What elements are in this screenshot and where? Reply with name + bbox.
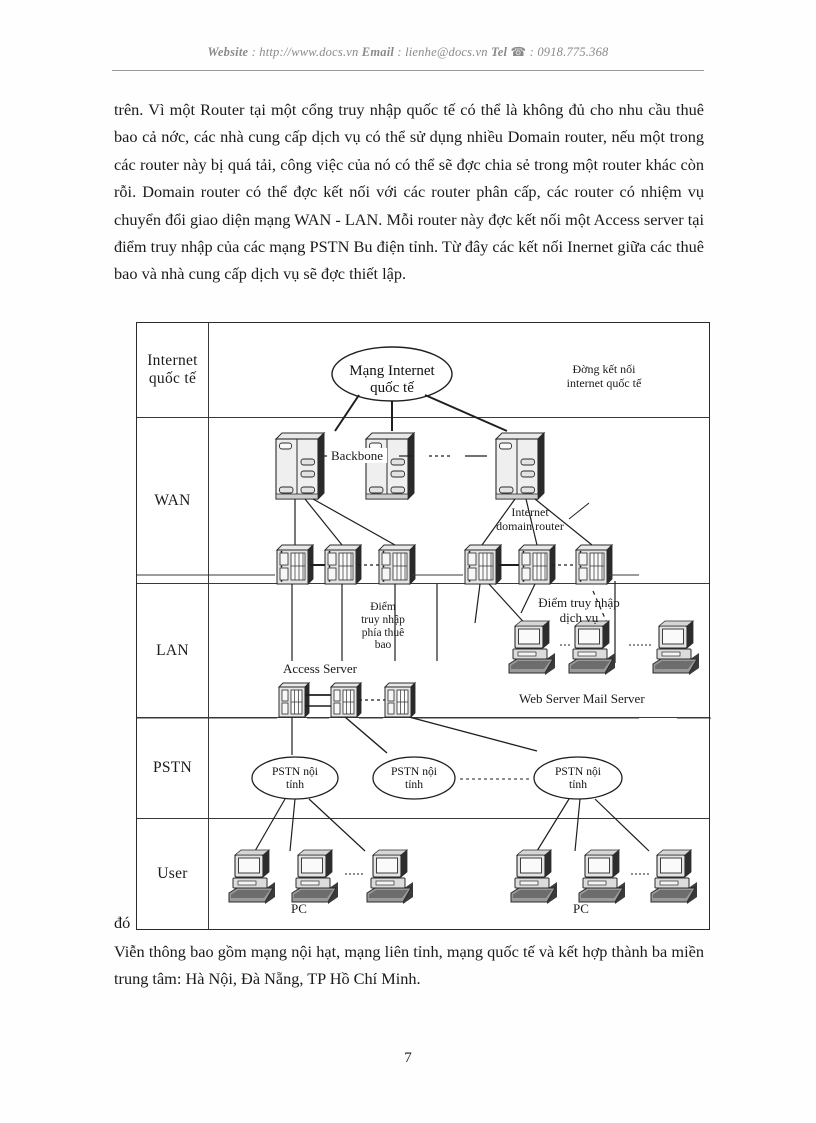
internet-domain-router-label: Internet domain router [496, 505, 564, 533]
diagram-band-user: User [137, 819, 709, 929]
pc-label-left: PC [291, 901, 307, 916]
header-divider [112, 70, 704, 71]
header-tel-label: Tel [491, 45, 508, 59]
band-label-internet: Internet quốc tế [137, 323, 209, 417]
text-fragment-do: đó [114, 913, 131, 932]
paragraph-bottom: Viễn thông bao gồm mạng nội hạt, mạng li… [114, 942, 704, 989]
pstn-node-3-line2: tỉnh [568, 778, 588, 791]
pstn-node-1-line1: PSTN nội [271, 765, 319, 778]
international-link-label: Đờng kết nối internet quốc tế [566, 362, 642, 390]
pstn-node-2-line2: tỉnh [404, 778, 424, 791]
network-architecture-diagram: Internet quốc tế WAN LAN PSTN User [136, 322, 711, 930]
web-mail-server-label: Web Server Mail Server [519, 691, 709, 706]
pstn-node-2-label: PSTN nội tỉnh [374, 765, 454, 791]
band-label-user: User [137, 819, 209, 929]
access-server-label: Access Server [283, 661, 357, 676]
band-label-wan: WAN [137, 418, 209, 583]
pstn-node-1-line2: tỉnh [285, 778, 305, 791]
telephone-icon: ☎ [510, 45, 527, 59]
pstn-node-2-line1: PSTN nội [390, 765, 438, 778]
paragraph-top: trên. Vì một Router tại một cổng truy nh… [114, 100, 704, 284]
band-label-lan: LAN [137, 584, 209, 717]
service-access-point-label: Điểm truy nhập dịch vụ [538, 595, 620, 625]
diagram-band-internet: Internet quốc tế [137, 323, 709, 418]
header-email-value: : lienhe@docs.vn [397, 45, 488, 59]
pstn-node-3-line1: PSTN nội [554, 765, 602, 778]
header-email-label: Email [361, 45, 395, 59]
band-label-pstn: PSTN [137, 718, 209, 818]
diagram-band-pstn: PSTN [137, 718, 709, 819]
internet-cloud-label: Mạng Internet quốc tế [332, 363, 452, 397]
subscriber-access-point-label: Điểm truy nhập phía thuê bao [361, 601, 405, 652]
page-header: Website : http://www.docs.vn Email : lie… [108, 44, 708, 60]
header-website-label: Website [207, 45, 249, 59]
diagram-band-wan: WAN [137, 418, 709, 584]
header-website-value: : http://www.docs.vn [251, 45, 359, 59]
internet-cloud-line1: Mạng Internet [349, 363, 435, 379]
internet-cloud-line2: quốc tế [370, 380, 414, 396]
page-number: 7 [404, 1050, 412, 1066]
pstn-node-1-label: PSTN nội tỉnh [255, 765, 335, 791]
backbone-label: Backbone [327, 448, 387, 463]
band-body-wan [209, 418, 709, 583]
pstn-node-3-label: PSTN nội tỉnh [538, 765, 618, 791]
header-tel-value: : 0918.775.368 [529, 45, 609, 59]
pc-label-right: PC [573, 901, 589, 916]
